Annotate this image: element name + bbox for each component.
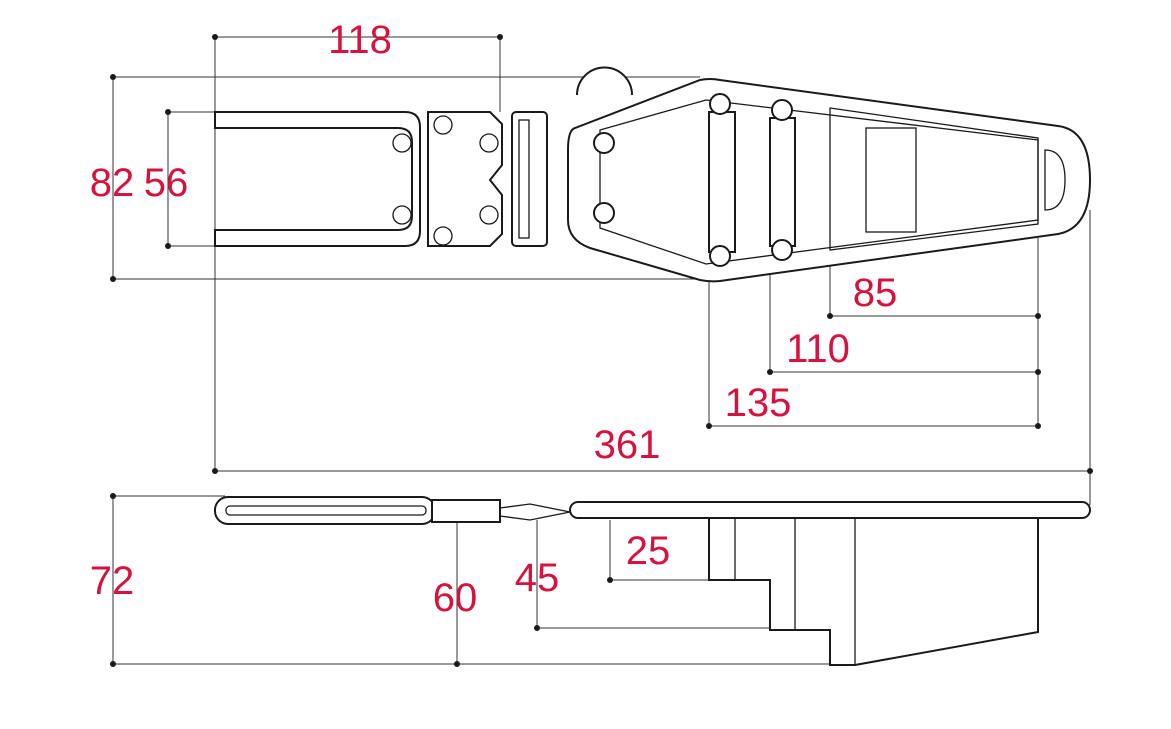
dim-small-depth-label: 25: [626, 529, 671, 573]
dim-pocket-2-label: 110: [786, 327, 850, 371]
dim-total-length-label: 361: [594, 423, 661, 467]
side-view: [214, 496, 1091, 666]
dim-plate-height-label: 56: [144, 161, 189, 205]
dim-hinge-length-label: 118: [328, 18, 392, 62]
dimension-labels: 118 82 56 85 110 135 361 25 72 60 45: [90, 18, 898, 620]
dim-pocket-3-label: 135: [725, 381, 792, 425]
dim-pocket-1-label: 85: [853, 271, 898, 315]
dim-total-depth-label: 72: [90, 559, 135, 603]
dim-hinge-depth-label: 60: [433, 576, 478, 620]
dim-mid-depth-label: 45: [515, 556, 560, 600]
dim-body-height-label: 82: [90, 161, 135, 205]
top-view: [214, 66, 1092, 283]
